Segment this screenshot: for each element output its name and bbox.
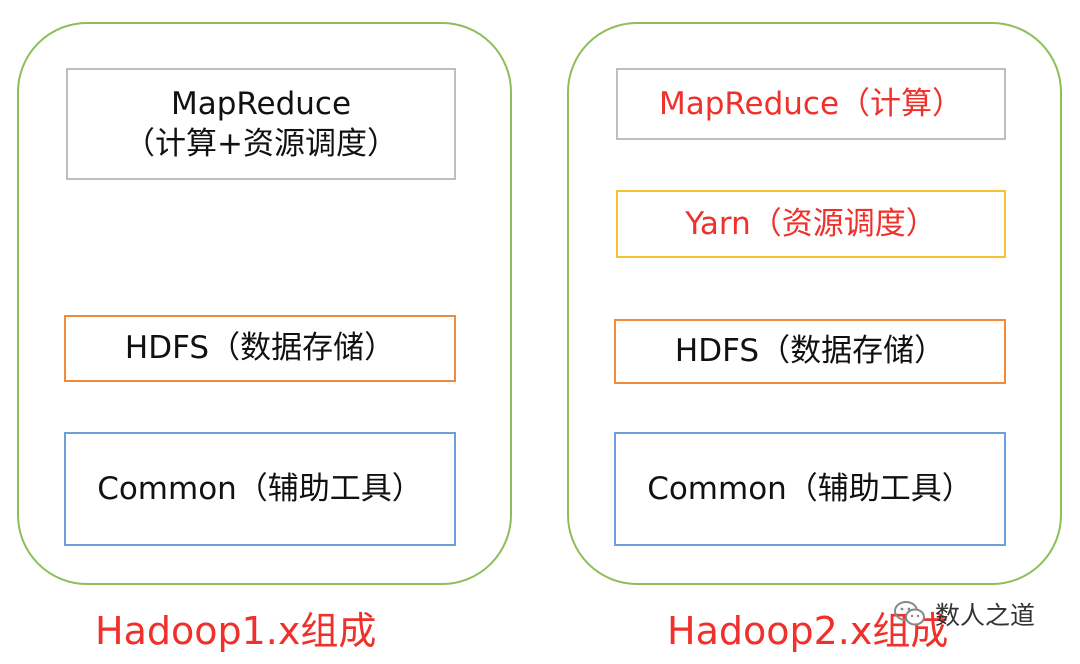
hadoop1-mapreduce-title: MapReduce (170, 85, 352, 122)
hadoop2-yarn-label: Yarn（资源调度） (685, 205, 937, 242)
hadoop2-common-box: Common（辅助工具） (614, 432, 1006, 546)
hadoop2-common-label: Common（辅助工具） (647, 470, 973, 507)
hadoop1-caption: Hadoop1.x组成 (95, 609, 377, 653)
hadoop1-mapreduce-box: MapReduce （计算+资源调度） (66, 68, 456, 180)
hadoop1-hdfs-label: HDFS（数据存储） (124, 330, 396, 367)
hadoop1-common-label: Common（辅助工具） (97, 470, 423, 507)
hadoop2-hdfs-box: HDFS（数据存储） (614, 319, 1006, 384)
hadoop1-mapreduce-desc: （计算+资源调度） (124, 126, 398, 162)
wechat-icon (893, 600, 927, 628)
hadoop1-hdfs-box: HDFS（数据存储） (64, 315, 456, 382)
hadoop2-caption: Hadoop2.x组成 (667, 609, 949, 653)
hadoop2-mapreduce-box: MapReduce（计算） (616, 68, 1006, 140)
hadoop2-yarn-box: Yarn（资源调度） (616, 190, 1006, 258)
watermark: 数人之道 (893, 596, 1035, 632)
hadoop1-common-box: Common（辅助工具） (64, 432, 456, 546)
hadoop2-mapreduce-label: MapReduce（计算） (658, 85, 964, 122)
hadoop2-hdfs-label: HDFS（数据存储） (674, 333, 946, 370)
watermark-text: 数人之道 (935, 601, 1036, 630)
